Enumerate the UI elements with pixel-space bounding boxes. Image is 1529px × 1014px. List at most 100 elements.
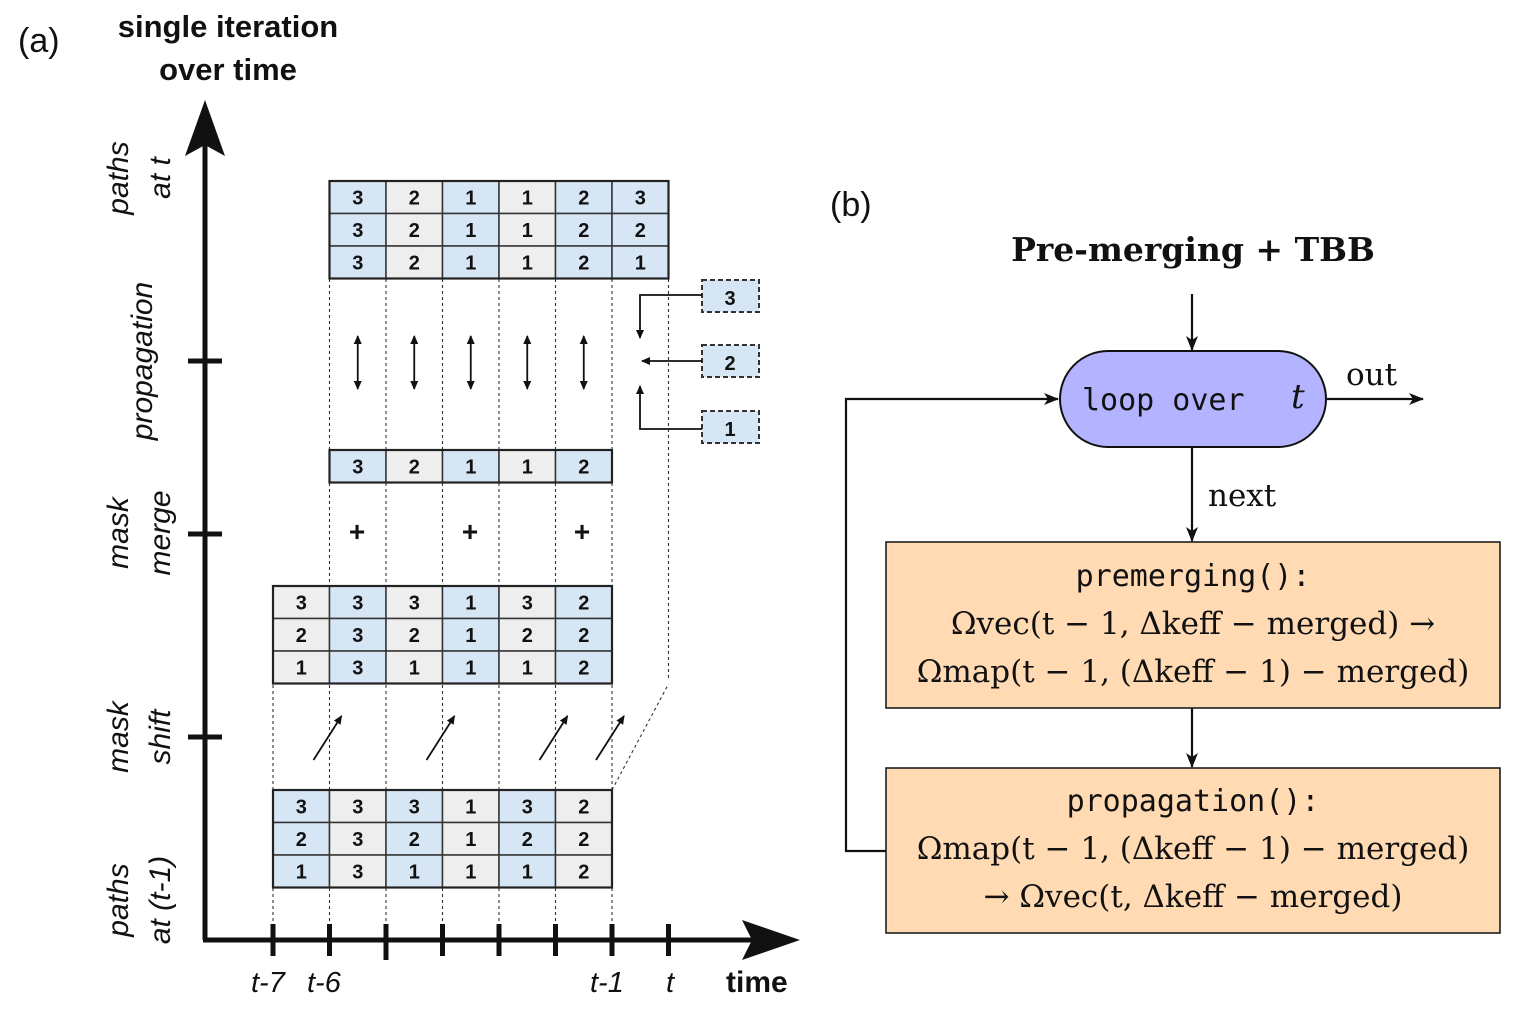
grid-cell-value: 2 — [296, 625, 307, 647]
merge-plus-sign: + — [462, 516, 478, 547]
grid-border — [328, 179, 670, 280]
new-state-3: 3 — [701, 279, 760, 313]
grid-cell-value: 3 — [296, 796, 307, 818]
grid-cell-value: 1 — [465, 592, 476, 614]
grid-cell — [498, 180, 557, 215]
grid-cell — [385, 821, 444, 856]
propagation-line-2: → Ωvec(t, Δkeff − merged) — [984, 879, 1403, 915]
grid-cell-value: 1 — [522, 657, 533, 679]
grid-cell-value: 3 — [352, 592, 363, 614]
grid-cell — [272, 821, 331, 856]
grid-cell-value: 1 — [465, 829, 476, 851]
shift-arrows — [312, 715, 625, 761]
grid-cell — [441, 789, 500, 824]
shift-arrow — [312, 715, 343, 761]
grid-cell-value: 1 — [465, 796, 476, 818]
y-stage-label-paths-at-t-1: paths at (t-1) — [102, 856, 177, 944]
grid-cell — [328, 617, 387, 652]
grid-cell — [554, 180, 613, 215]
grid-cell-value: 2 — [409, 829, 420, 851]
propagation-title: propagation(): — [1067, 784, 1320, 819]
grid-cell-value: 3 — [352, 657, 363, 679]
y-stage-label-paths-at-t: paths at t — [102, 141, 177, 215]
grid-cell-value: 2 — [578, 456, 589, 478]
x-tick-label-t: t — [666, 967, 676, 999]
loop-node: loop over t — [1059, 350, 1327, 448]
x-tick-label-t-7: t-7 — [251, 967, 287, 999]
grid-cell — [554, 617, 613, 652]
grid-cell — [441, 212, 500, 247]
panel-b-title: Pre-merging + TBB — [1011, 230, 1375, 269]
panel-a-title-line-2: over time — [159, 52, 297, 87]
stage-label-line: mask — [102, 699, 135, 773]
grid-cell-value: 3 — [409, 592, 420, 614]
new-state-1: 1 — [701, 410, 760, 444]
propagation-box: propagation(): Ωmap(t − 1, (Δkeff − 1) −… — [885, 767, 1501, 934]
grid-cell-value: 3 — [296, 592, 307, 614]
grid-cell — [272, 789, 331, 824]
panel-a-label: (a) — [18, 22, 60, 60]
grid-cell-value: 2 — [578, 625, 589, 647]
stage-label-line: paths — [102, 141, 135, 215]
grid-cell-value: 1 — [409, 657, 420, 679]
grid-cell-value: 3 — [352, 625, 363, 647]
axes — [185, 100, 800, 960]
new-state-label: 1 — [724, 419, 735, 441]
grid-cell-value: 2 — [409, 187, 420, 209]
grid-cell — [385, 449, 444, 484]
x-tick-label-t-1: t-1 — [590, 967, 624, 999]
shift-arrow — [538, 715, 569, 761]
x-ticks — [270, 924, 671, 960]
grid-cell — [498, 617, 557, 652]
propagation-line-1: Ωmap(t − 1, (Δkeff − 1) − merged) — [917, 831, 1470, 867]
grid-cell-value: 2 — [578, 829, 589, 851]
grid-cell — [611, 180, 670, 215]
grid-cell-value: 1 — [296, 657, 307, 679]
grid-cell-value: 2 — [296, 829, 307, 851]
new-state-2: 2 — [701, 344, 760, 378]
merge-plus-sign: + — [349, 516, 365, 547]
grid-border — [271, 584, 614, 685]
grid-cell-value: 3 — [352, 829, 363, 851]
grid-cell-value: 3 — [352, 252, 363, 274]
new-state-label: 2 — [724, 353, 735, 375]
loop-node-variable: t — [1291, 377, 1305, 417]
new-state-box — [701, 279, 760, 313]
y-stage-label-propagation: propagation — [126, 282, 159, 441]
grid-cell — [328, 449, 387, 484]
grid-cell-value: 2 — [578, 657, 589, 679]
stage-label-line: merge — [144, 490, 177, 575]
y-ticks — [188, 358, 222, 740]
loop-node-text: loop over — [1082, 383, 1245, 418]
merge-plus-sign: + — [574, 516, 590, 547]
grid-cell-value: 3 — [522, 592, 533, 614]
shift-dotted-lines — [272, 683, 669, 791]
shift-arrow — [425, 715, 456, 761]
grid-cell-value: 2 — [578, 592, 589, 614]
new-state-box — [701, 344, 760, 378]
connector-arrow-state-1 — [636, 385, 702, 430]
grid-cell-value: 2 — [635, 220, 646, 242]
merge-plus-signs: + + + — [349, 516, 590, 547]
grid-cell-value: 1 — [465, 456, 476, 478]
grid-cell-value: 3 — [635, 187, 646, 209]
grid-cell — [385, 245, 444, 280]
premerging-box: premerging(): Ωvec(t − 1, Δkeff − merged… — [885, 541, 1501, 709]
grid-border — [328, 448, 614, 484]
panel-a: (a) single iteration over time t-7 t-6 t… — [18, 9, 800, 999]
grid-cell-value: 2 — [522, 829, 533, 851]
grid-cell-value: 2 — [578, 187, 589, 209]
grid-cell-value: 1 — [465, 861, 476, 883]
shift-dotted-line — [611, 683, 669, 791]
grid-cell-value: 2 — [409, 456, 420, 478]
next-label: next — [1208, 478, 1277, 514]
grid-cell-value: 1 — [465, 252, 476, 274]
grid-cell — [328, 585, 387, 620]
grid-cell-value: 3 — [352, 861, 363, 883]
premerging-line-1: Ωvec(t − 1, Δkeff − merged) → — [951, 606, 1435, 642]
feedback-arrow — [844, 393, 1059, 853]
